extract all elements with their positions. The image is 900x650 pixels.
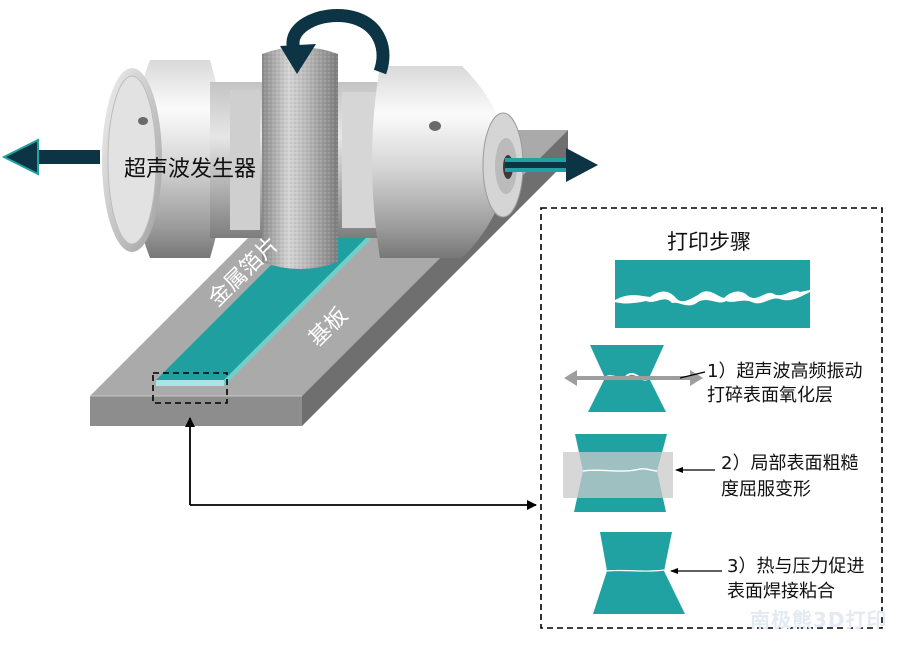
vibration-arrow-right-icon xyxy=(505,148,598,182)
step3-figure xyxy=(593,532,722,614)
bolt-hole-left xyxy=(138,117,148,125)
step1-text-line1: 1）超声波高频振动 xyxy=(707,361,863,382)
step1-figure xyxy=(564,345,703,412)
step3-text-line1: 3）热与压力促进 xyxy=(727,556,865,577)
foil-detail-marker xyxy=(152,372,228,404)
step2-figure xyxy=(563,434,715,512)
step3-text-line2: 表面焊接粘合 xyxy=(727,581,835,602)
interface-overview-figure xyxy=(615,260,810,328)
watermark: 南极熊3D打印 xyxy=(750,608,888,632)
rotation-arrow-icon xyxy=(280,9,390,75)
vibration-arrow-left-icon xyxy=(1,138,100,176)
step1-text-line2: 打碎表面氧化层 xyxy=(707,385,833,406)
steps-title: 打印步骤 xyxy=(667,230,751,254)
step1-pointer xyxy=(679,371,706,379)
connector-arrow xyxy=(185,417,537,510)
bolt-hole-right xyxy=(429,121,441,131)
step2-text-line2: 度屈服变形 xyxy=(721,479,811,500)
ultrasonic-generator xyxy=(102,47,524,269)
steps-panel-frame xyxy=(540,207,883,629)
generator-label: 超声波发生器 xyxy=(124,157,257,182)
step2-text-line1: 2）局部表面粗糙 xyxy=(721,453,859,474)
